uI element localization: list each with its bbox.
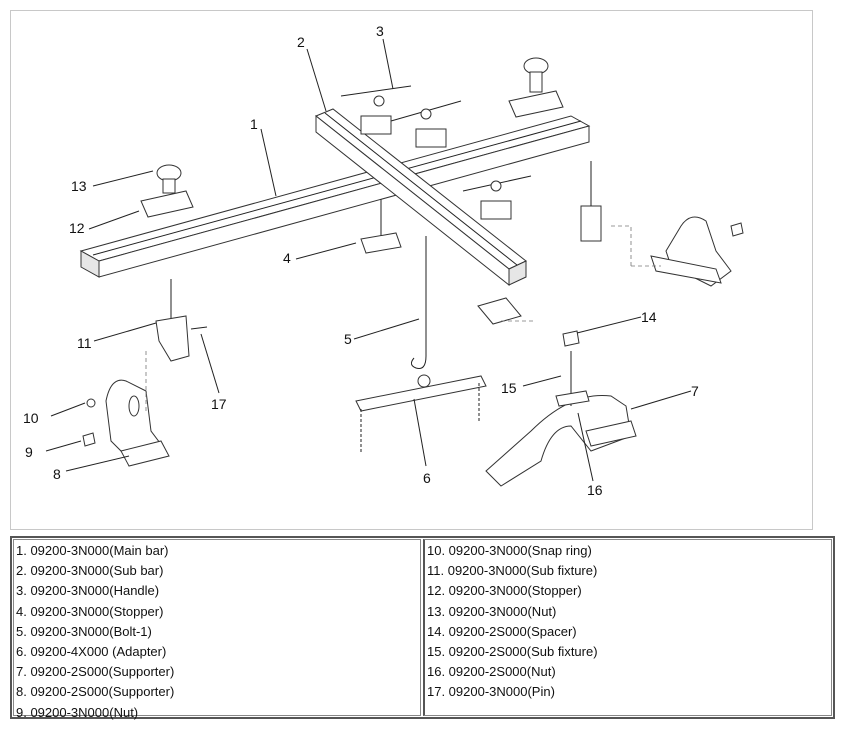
bolt-1 [410,236,427,369]
legend-item: 9. 09200-3N000(Nut) [16,704,139,720]
legend-item: 10. 09200-3N000(Snap ring) [427,543,592,558]
callout-5: 5 [344,331,352,347]
stopper-4 [360,199,402,254]
legend-item: 16. 09200-2S000(Nut) [427,664,556,680]
legend-item: 15. 09200-2S000(Sub fixture) [427,644,598,660]
leader-lines [45,38,692,482]
callout-17: 17 [211,396,227,412]
callout-8: 8 [53,466,61,482]
legend-item: 17. 09200-3N000(Pin) [427,684,555,700]
lower-stopper [477,297,522,325]
stopper-12-nut-13 [140,164,194,218]
supporter-8 [82,379,170,467]
callout-10: 10 [23,410,39,426]
legend-item: 1. 09200-3N000(Main bar) [16,543,169,558]
callout-9: 9 [25,444,33,460]
callout-6: 6 [423,470,431,486]
exploded-parts-diagram: 1 2 3 4 5 6 7 8 9 10 11 12 13 14 15 16 1… [10,10,813,530]
callout-2: 2 [297,34,305,50]
legend-item: 14. 09200-2S000(Spacer) [427,623,577,639]
handle-parts [340,85,532,220]
legend-item: 6. 09200-4X000 (Adapter) [16,644,167,660]
legend-column-left: 1. 09200-3N000(Main bar) 2. 09200-3N000(… [13,539,421,720]
legend-item: 7. 09200-2S000(Supporter) [16,664,175,680]
callout-16: 16 [587,482,603,498]
adapter [355,374,487,454]
callout-14: 14 [641,309,657,325]
supporter-7 [485,330,637,487]
legend-item: 3. 09200-3N000(Handle) [16,583,160,599]
callout-1: 1 [250,116,258,132]
legend-item: 13. 09200-3N000(Nut) [427,603,557,619]
legend-item: 8. 09200-2S000(Supporter) [16,684,175,700]
sub-bar [315,108,527,287]
callout-11: 11 [77,335,92,351]
legend-item: 4. 09200-3N000(Stopper) [16,603,164,619]
right-supporter [580,161,744,287]
legend-item: 12. 09200-3N000(Stopper) [427,583,582,599]
legend-item: 5. 09200-3N000(Bolt-1) [16,623,152,639]
parts-legend-table: 1. 09200-3N000(Main bar) 2. 09200-3N000(… [10,536,835,720]
callout-7: 7 [691,383,699,399]
legend-item: 2. 09200-3N000(Sub bar) [16,563,164,579]
top-right-stopper [508,57,564,118]
diagram-canvas: 1 2 3 4 5 6 7 8 9 10 11 12 13 14 15 16 1… [23,23,744,498]
main-bar [79,115,591,278]
callout-12: 12 [69,220,85,236]
sub-fixture-11 [155,279,208,362]
callout-3: 3 [376,23,384,39]
legend-column-right: 10. 09200-3N000(Snap ring) 11. 09200-3N0… [423,539,832,716]
callout-15: 15 [501,380,517,396]
legend-item: 11. 09200-3N000(Sub fixture) [427,563,598,579]
callout-13: 13 [71,178,87,194]
callout-4: 4 [283,250,291,266]
